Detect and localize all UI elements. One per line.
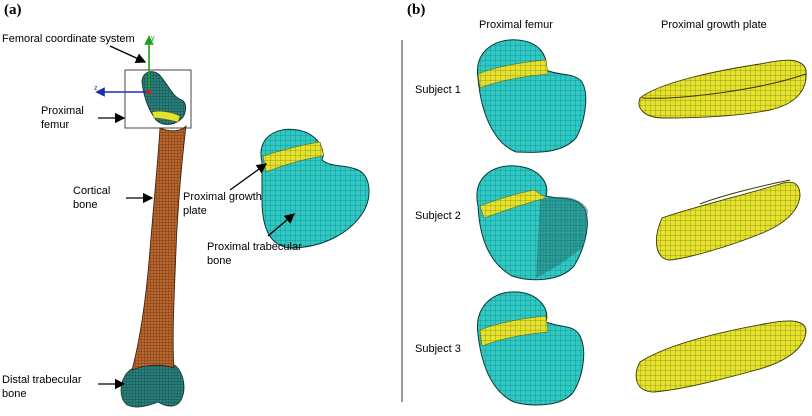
arrow-growth-plate — [229, 163, 268, 191]
label-coord-system: Femoral coordinate system — [2, 33, 135, 45]
coordinate-origin — [146, 89, 152, 95]
panel-b-tag: (b) — [407, 2, 426, 18]
label-prox-trabecular-2: bone — [207, 255, 232, 267]
panel-a-tag: (a) — [4, 2, 22, 18]
col-header-proximal-femur: Proximal femur — [479, 19, 553, 31]
row-label-subject-2: Subject 2 — [415, 210, 461, 222]
subject2-femur — [476, 165, 588, 281]
label-growth-plate-1: Proximal growth — [183, 191, 262, 203]
proximal-femur-box — [124, 69, 192, 129]
label-cortical-1: Cortical — [73, 185, 111, 197]
arrow-coord-system — [109, 45, 147, 63]
femur-model — [120, 71, 187, 408]
label-proximal-femur-1: Proximal — [41, 105, 84, 117]
label-distal-trabecular-2: bone — [2, 388, 27, 400]
subject3-femur — [477, 291, 585, 406]
row-label-subject-3: Subject 3 — [415, 343, 461, 355]
y-axis-letter: y — [151, 35, 155, 42]
subject3-growth-plate — [635, 320, 807, 393]
col-header-growth-plate: Proximal growth plate — [661, 19, 767, 31]
label-prox-trabecular-1: Proximal trabecular — [207, 241, 302, 253]
label-proximal-femur-2: femur — [41, 119, 70, 131]
label-cortical-2: bone — [73, 199, 98, 211]
subject2-growth-plate — [655, 179, 801, 261]
label-growth-plate-2: plate — [183, 205, 207, 217]
distal-trabecular-mesh — [120, 361, 185, 408]
arrow-prox-trabecular — [267, 213, 295, 237]
subject1-femur — [477, 39, 587, 153]
zoomed-proximal-femur — [260, 128, 370, 249]
z-axis-letter: z — [94, 85, 98, 92]
proximal-growth-plate-small — [151, 110, 181, 123]
label-distal-trabecular-1: Distal trabecular — [2, 374, 82, 386]
row-label-subject-1: Subject 1 — [415, 84, 461, 96]
zoomed-growth-plate — [262, 141, 325, 173]
subject1-growth-plate — [638, 59, 807, 119]
cortical-bone-mesh — [131, 124, 187, 371]
